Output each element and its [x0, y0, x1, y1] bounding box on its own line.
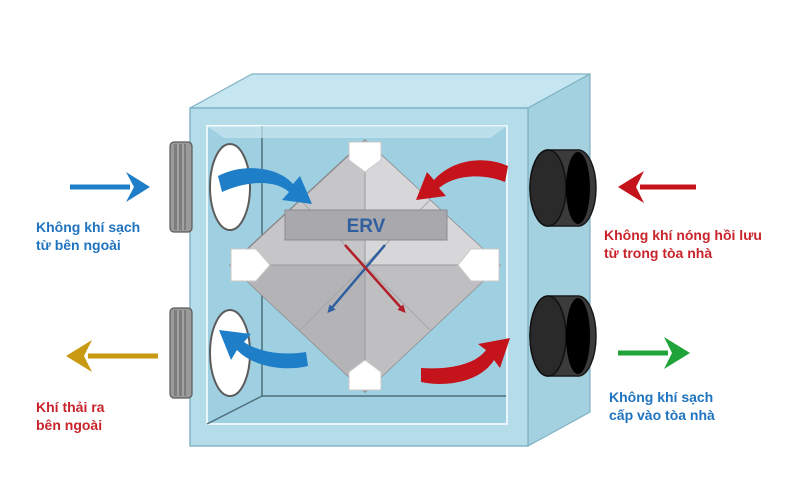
arrow-return-in-icon [618, 171, 696, 203]
curved-arrow-exhaust-out [219, 330, 308, 369]
label-fresh-air-outside: Không khí sạch từ bên ngoài [36, 218, 140, 254]
label-line: Không khí sạch [609, 389, 714, 405]
label-return-warm-air: Không khí nóng hồi lưu từ trong tòa nhà [604, 226, 762, 262]
erv-core: ERV [228, 138, 502, 394]
right-duct-top [529, 149, 597, 227]
right-duct-bottom [529, 295, 597, 377]
housing-right-face [527, 72, 591, 448]
label-line: cấp vào tòa nhà [609, 407, 715, 423]
label-line: từ trong tòa nhà [604, 245, 713, 261]
core-arrow-red [344, 244, 406, 313]
housing-top-face [189, 73, 591, 109]
curved-arrow-return-in [416, 160, 508, 200]
core-label: ERV [347, 216, 386, 237]
label-fresh-air-supply: Không khí sạch cấp vào tòa nhà [609, 388, 715, 424]
label-line: Không khí nóng hồi lưu [604, 227, 762, 243]
label-exhaust-air: Khí thải ra bên ngoài [36, 398, 104, 434]
arrow-supply-out-icon [618, 337, 690, 369]
arrow-exhaust-out-icon [66, 340, 158, 372]
core-band [284, 209, 448, 241]
label-line: bên ngoài [36, 417, 103, 433]
core-corner-right [457, 248, 500, 282]
label-line: Không khí sạch [36, 219, 141, 235]
label-line: Khí thải ra [36, 399, 105, 415]
core-arrow-blue [327, 244, 386, 314]
curved-arrow-supply-out [421, 338, 510, 384]
core-corner-left [230, 248, 271, 282]
curved-arrow-fresh-in [218, 168, 312, 204]
core-corner-top [348, 141, 382, 173]
arrow-fresh-air-in-icon [70, 172, 150, 202]
label-line: từ bên ngoài [36, 237, 121, 253]
core-corner-bottom [348, 359, 382, 391]
